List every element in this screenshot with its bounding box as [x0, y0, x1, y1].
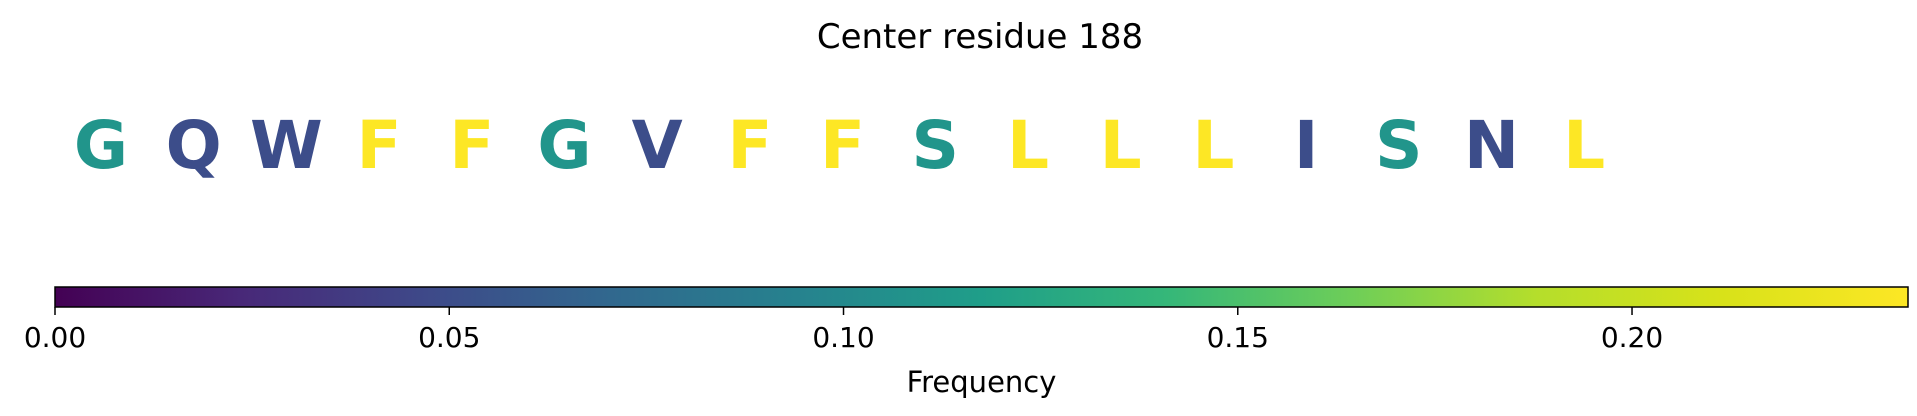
residue-letter: F	[820, 107, 865, 184]
residue-letter: L	[1100, 107, 1142, 184]
residue-letter: G	[74, 107, 128, 184]
colorbar-ticks: 0.00 0.05 0.10 0.15 0.20	[24, 307, 1663, 354]
colorbar-tick-label: 0.05	[418, 321, 480, 354]
colorbar: 0.00 0.05 0.10 0.15 0.20 Frequency	[24, 286, 1909, 399]
residue-letter: L	[1192, 107, 1234, 184]
residue-letter: S	[1375, 107, 1423, 184]
colorbar-tick-label: 0.00	[24, 321, 86, 354]
residue-letter: S	[912, 107, 960, 184]
residue-letter: N	[1464, 107, 1519, 184]
chart-title: Center residue 188	[817, 17, 1143, 57]
colorbar-tick-label: 0.15	[1207, 321, 1269, 354]
residue-letter: G	[537, 107, 591, 184]
residue-letter: F	[727, 107, 772, 184]
residue-letter: L	[1563, 107, 1605, 184]
colorbar-tick-label: 0.10	[812, 321, 874, 354]
residue-letter: L	[1007, 107, 1049, 184]
residue-letter: F	[357, 107, 402, 184]
residue-letter: I	[1294, 107, 1319, 184]
residue-letter: F	[449, 107, 494, 184]
residue-letter: W	[250, 107, 323, 184]
colorbar-gradient	[54, 286, 1909, 308]
residue-letter: Q	[166, 107, 222, 184]
residue-letter: V	[632, 107, 683, 184]
colorbar-tick-label: 0.20	[1601, 321, 1663, 354]
colorbar-label: Frequency	[907, 365, 1057, 399]
